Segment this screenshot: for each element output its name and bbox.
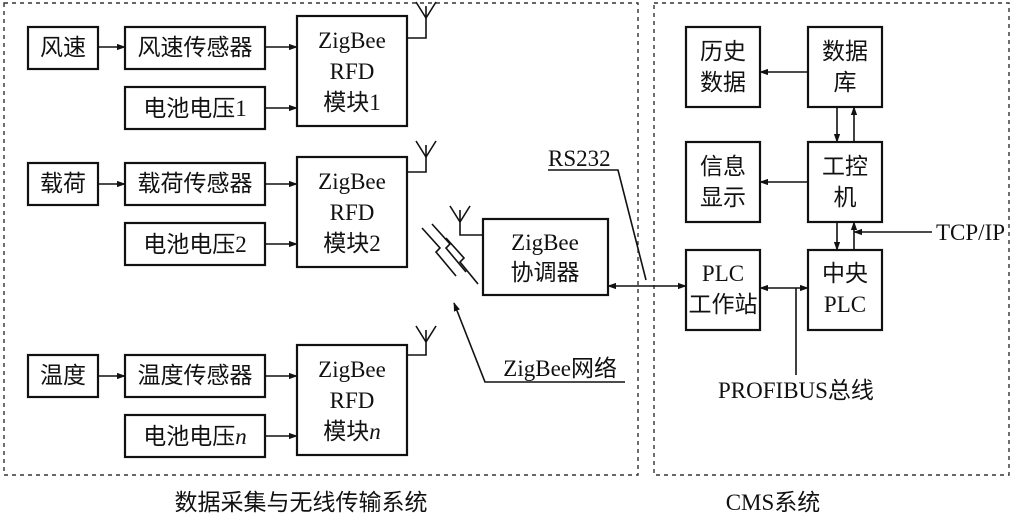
wind-sensor-label: 风速传感器	[138, 35, 253, 60]
cms-section-border	[653, 2, 1010, 476]
rfd-module-n-box	[295, 343, 409, 457]
rfd-module-2-line2: RFD	[330, 200, 375, 225]
antenna-icon	[407, 140, 437, 173]
rs232-leader	[548, 169, 647, 281]
rs232-label: RS232	[548, 146, 611, 171]
plc-station-line1: PLC	[702, 261, 744, 286]
rfd-module-2-line3: 模块2	[323, 231, 381, 256]
tcpip-label: TCP/IP	[936, 220, 1005, 245]
group-wind: 风速 风速传感器 电池电压1 ZigBee RFD 模块1	[26, 1, 437, 131]
info-display-line2: 显示	[700, 185, 746, 210]
wind-sensor-box	[123, 25, 267, 71]
info-display-line1: 信息	[700, 154, 746, 179]
history-data-line1: 历史	[700, 39, 746, 64]
profibus-label: PROFIBUS总线	[718, 378, 874, 403]
database-line2: 库	[834, 70, 857, 95]
rfd-module-1-line2: RFD	[330, 59, 375, 84]
group-load: 载荷 载荷传感器 电池电压2 ZigBee RFD 模块2	[26, 140, 437, 269]
industrial-pc-line2: 机	[834, 185, 857, 210]
central-plc-line1: 中央	[822, 261, 868, 286]
group-temperature: 温度 温度传感器 电池电压n ZigBee RFD 模块n	[26, 325, 437, 459]
rfd-module-1-line1: ZigBee	[318, 28, 386, 53]
zigbee-coordinator-box	[481, 217, 610, 297]
wind-speed-label: 风速	[40, 35, 86, 60]
battery-voltage-2-label: 电池电压2	[143, 232, 247, 257]
battery-voltage-1-label: 电池电压1	[143, 96, 247, 121]
antenna-icon	[407, 325, 437, 356]
coordinator-line2: 协调器	[511, 260, 580, 285]
coordinator-line1: ZigBee	[511, 230, 579, 255]
history-data-box	[684, 25, 762, 109]
rfd-module-n-line2: RFD	[330, 388, 375, 413]
battery-voltage-n-label: 电池电压n	[143, 424, 247, 449]
cms-section-caption: CMS系统	[726, 490, 821, 515]
antenna-icon	[407, 1, 437, 39]
temperature-label: 温度	[40, 363, 86, 388]
rfd-module-2-box	[295, 155, 409, 269]
info-display-box	[684, 140, 762, 224]
rfd-module-2-line1: ZigBee	[318, 169, 386, 194]
temperature-sensor-label: 温度传感器	[138, 363, 253, 388]
load-label: 载荷	[40, 171, 86, 196]
acquisition-section-caption: 数据采集与无线传输系统	[175, 490, 428, 515]
rfd-module-n-line3: 模块n	[323, 419, 381, 444]
industrial-pc-line1: 工控	[822, 154, 868, 179]
antenna-icon	[449, 205, 483, 236]
zigbee-network-label: ZigBee网络	[503, 356, 617, 381]
central-plc-line2: PLC	[824, 292, 866, 317]
rfd-module-n-line1: ZigBee	[318, 357, 386, 382]
wind-speed-box	[26, 25, 100, 71]
coordinator-group: ZigBee 协调器	[449, 205, 610, 297]
rfd-module-1-line3: 模块1	[323, 90, 381, 115]
database-box	[806, 25, 884, 109]
database-line1: 数据	[822, 39, 868, 64]
wireless-signal-icon	[421, 223, 479, 285]
plc-station-line2: 工作站	[689, 292, 758, 317]
rfd-module-1-box	[295, 14, 409, 128]
battery-voltage-n-box	[123, 413, 267, 459]
acquisition-section-border	[3, 2, 639, 476]
plc-station-box	[684, 248, 762, 332]
history-data-line2: 数据	[700, 70, 746, 95]
network-leader	[453, 302, 625, 383]
battery-voltage-1-box	[123, 85, 267, 131]
industrial-pc-box	[806, 140, 884, 224]
load-sensor-label: 载荷传感器	[138, 171, 253, 196]
battery-voltage-2-box	[123, 221, 267, 267]
